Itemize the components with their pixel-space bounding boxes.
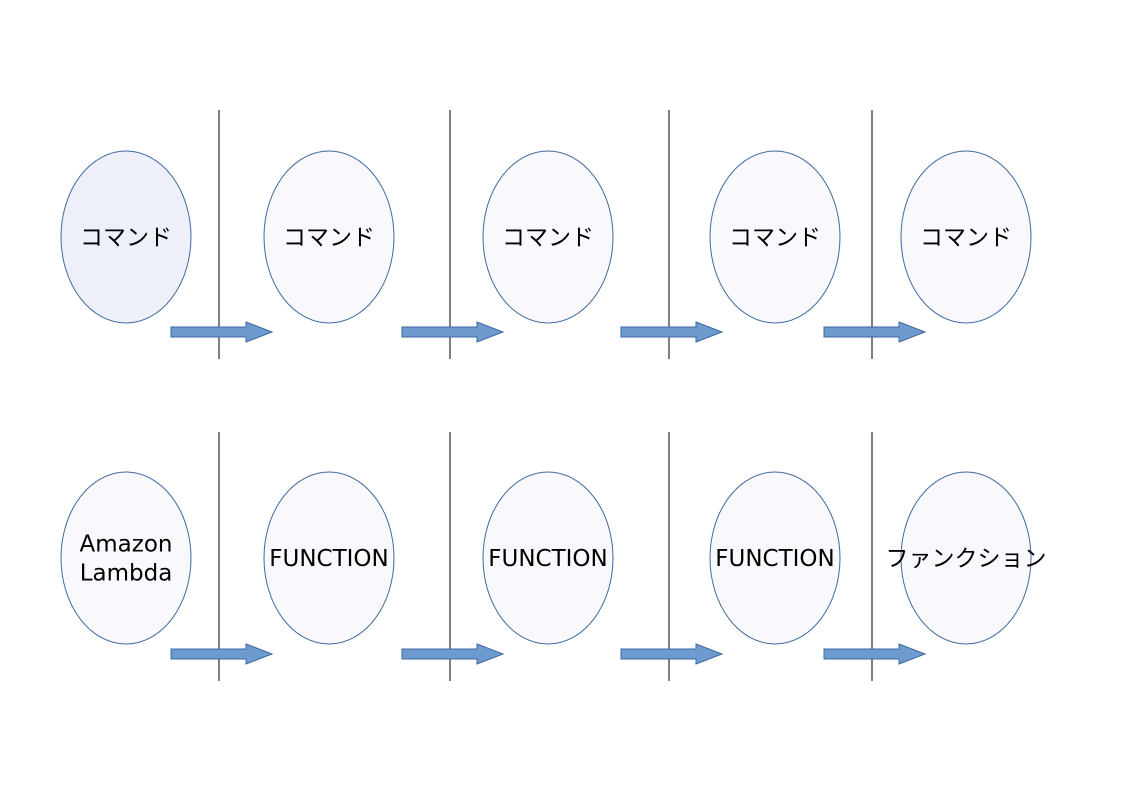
node-ellipse: [60, 471, 192, 645]
node-label: ファンクション: [886, 546, 1047, 572]
node-label: FUNCTION: [715, 546, 834, 572]
flow-arrow: [401, 321, 505, 343]
flow-arrow: [620, 321, 724, 343]
node-label: コマンド: [920, 225, 1012, 251]
node-ellipse: [263, 150, 395, 324]
flow-node: コマンド: [263, 150, 395, 324]
flow-node: ファンクション: [886, 471, 1047, 645]
node-ellipse: [60, 150, 192, 324]
node-label: Lambda: [80, 561, 173, 587]
node-label: コマンド: [729, 225, 821, 251]
node-ellipse: [709, 150, 841, 324]
flow-node: コマンド: [482, 150, 614, 324]
flow-node: コマンド: [900, 150, 1032, 324]
flow-node: コマンド: [60, 150, 192, 324]
flow-node: FUNCTION: [709, 471, 841, 645]
node-label: Amazon: [80, 532, 173, 558]
flow-arrow: [170, 321, 274, 343]
flow-arrow: [823, 643, 927, 665]
flow-node: コマンド: [709, 150, 841, 324]
node-label: コマンド: [502, 225, 594, 251]
node-label: FUNCTION: [488, 546, 607, 572]
node-label: FUNCTION: [269, 546, 388, 572]
node-ellipse: [482, 471, 614, 645]
node-ellipse: [709, 471, 841, 645]
node-label: コマンド: [80, 225, 172, 251]
flow-arrow: [823, 321, 927, 343]
node-ellipse: [263, 471, 395, 645]
flow-arrow: [170, 643, 274, 665]
flow-arrow: [401, 643, 505, 665]
node-ellipse: [482, 150, 614, 324]
flow-node: FUNCTION: [482, 471, 614, 645]
flow-node: FUNCTION: [263, 471, 395, 645]
flow-arrow: [620, 643, 724, 665]
flow-row-1: コマンド コマンド コマンド コマンド コマンド: [60, 110, 1032, 359]
node-label: コマンド: [283, 225, 375, 251]
node-ellipse: [900, 471, 1032, 645]
node-ellipse: [900, 150, 1032, 324]
